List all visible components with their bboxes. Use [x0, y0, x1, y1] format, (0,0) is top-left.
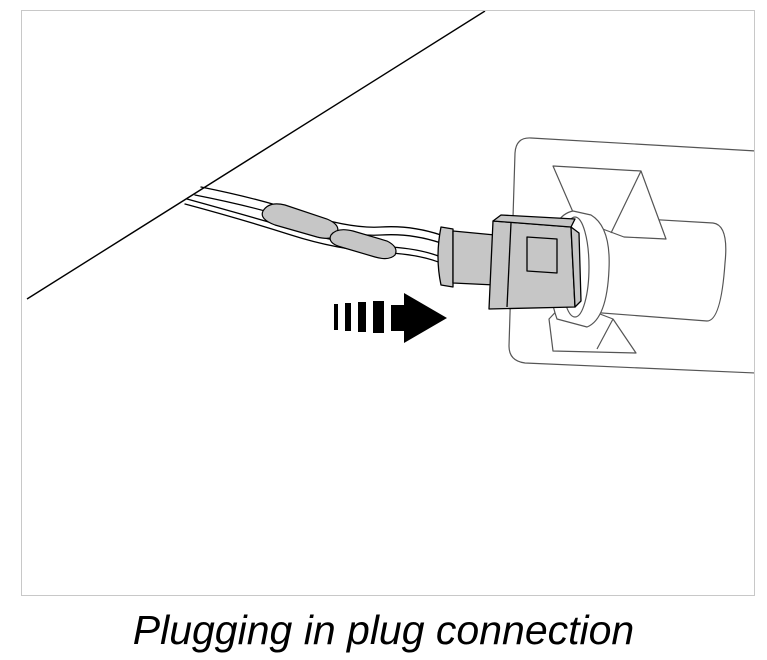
arrow-head [391, 293, 447, 343]
plug-rear-collar [437, 226, 454, 288]
diagram-frame [21, 10, 755, 596]
connector-plug-icon [437, 214, 582, 310]
plug-tail [452, 230, 496, 286]
plug-front-face [570, 226, 582, 308]
arrow-dash-4 [373, 301, 384, 333]
diagram-illustration [26, 11, 754, 374]
arrow-dash-1 [334, 304, 338, 330]
sleeve-upper [261, 203, 339, 239]
insertion-direction-arrow-icon [334, 293, 447, 343]
arrow-dash-3 [358, 302, 366, 332]
wire-lower [184, 203, 442, 264]
arrow-dash-2 [345, 303, 351, 331]
socket-cylinder [575, 214, 727, 322]
figure-caption: Plugging in plug connection [132, 607, 635, 653]
lower-bracket-edge [596, 318, 614, 350]
plug-seam [506, 222, 512, 308]
panel-edge-line [26, 11, 486, 300]
plug-latch [526, 236, 558, 274]
heat-shrink-sleeves [261, 203, 397, 260]
upper-bracket-edge [610, 170, 642, 234]
sleeve-lower [329, 229, 397, 260]
plug-top-face [492, 214, 576, 228]
